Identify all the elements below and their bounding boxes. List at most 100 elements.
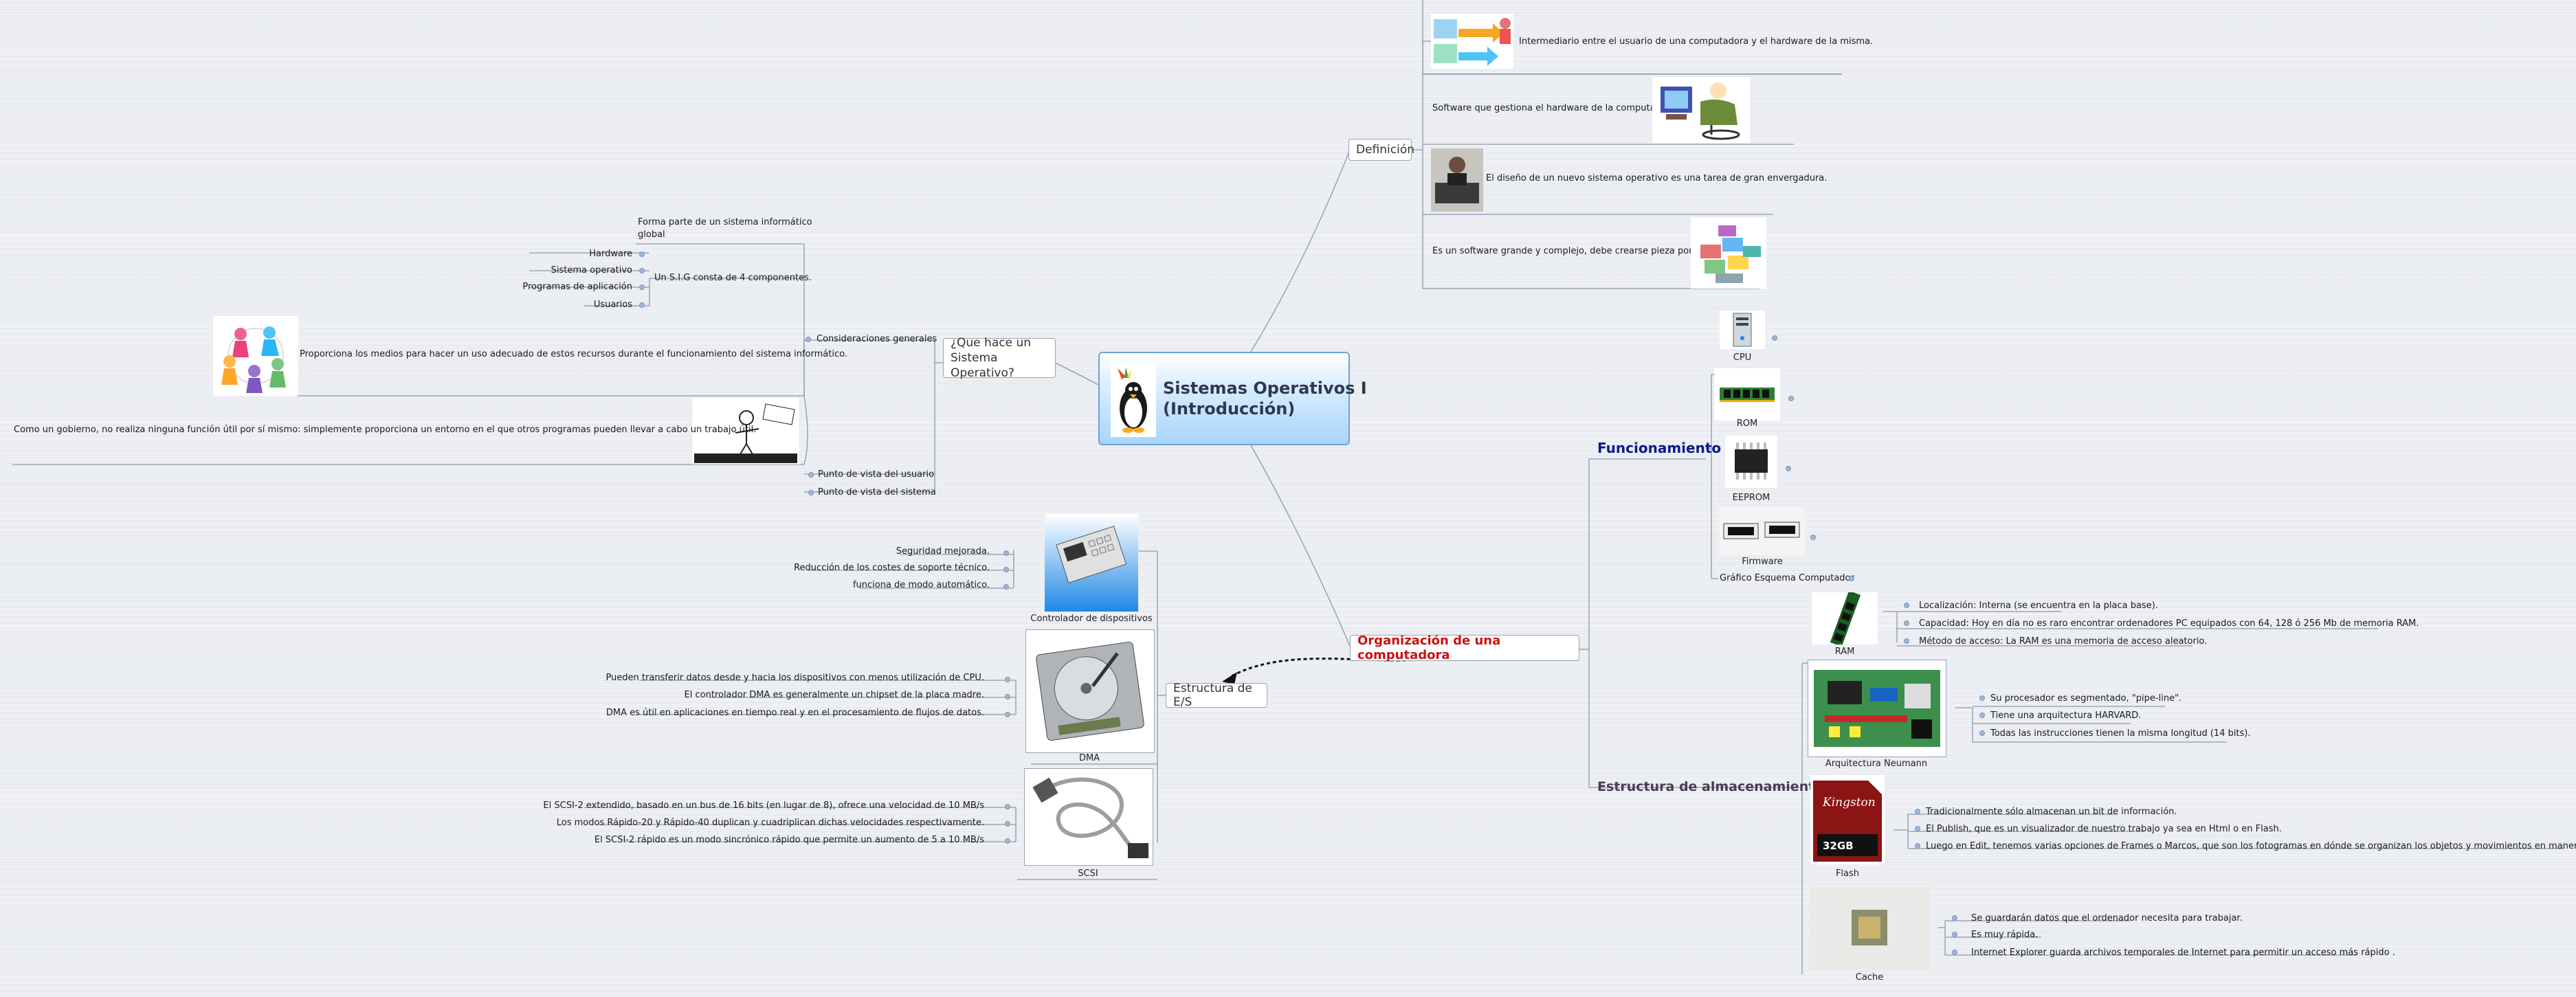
controlador-dot-3[interactable] <box>1003 584 1009 590</box>
controlador-dot-1[interactable] <box>1003 550 1009 556</box>
eeprom-label: EEPROM <box>1732 493 1770 503</box>
topic-organizacion-label: Organización de una computadora <box>1357 634 1501 662</box>
scsi-item-1: El SCSI-2 extendido, basado en un bus de… <box>543 800 984 811</box>
gobierno-sketch-image <box>691 397 800 464</box>
dma-item-2: El controlador DMA es generalmente un ch… <box>684 690 984 700</box>
funcionamiento-label[interactable]: Funcionamiento <box>1597 440 1722 456</box>
cache-dot-1[interactable] <box>1952 915 1957 921</box>
cache-item-3: Internet Explorer guarda archivos tempor… <box>1971 948 2395 958</box>
cpu-image <box>1720 311 1765 349</box>
pieces-image <box>1691 217 1766 289</box>
consideraciones-generales[interactable]: Consideraciones generales <box>817 334 937 344</box>
neumann-label: Arquitectura Neumann <box>1825 759 1928 769</box>
punto-sistema-dot[interactable] <box>808 490 814 495</box>
flash-dot-3[interactable] <box>1915 843 1920 849</box>
dma-dot-2[interactable] <box>1005 694 1010 699</box>
cache-dot-2[interactable] <box>1952 932 1957 937</box>
neumann-item-1: Su procesador es segmentado, "pipe-line"… <box>1990 693 2182 704</box>
so-dot[interactable] <box>639 268 645 273</box>
flash-item-3: Luego en Edit, tenemos varias opciones d… <box>1926 841 2576 851</box>
scsi-dot-2[interactable] <box>1005 821 1010 827</box>
cpu-expander[interactable] <box>1772 335 1777 341</box>
people-circle-image <box>213 316 298 396</box>
scsi-dot-1[interactable] <box>1005 804 1010 809</box>
cache-item-1: Se guardarán datos que el ordenador nece… <box>1971 913 2243 923</box>
ram-dot-1[interactable] <box>1904 603 1909 608</box>
dma-dot-3[interactable] <box>1005 712 1010 717</box>
neumann-dot-2[interactable] <box>1979 713 1985 718</box>
sig-componentes: Un S.I.G consta de 4 componentes. <box>654 273 812 283</box>
componente-usuarios: Usuarios <box>593 300 632 310</box>
rom-label: ROM <box>1736 418 1758 429</box>
grafico-esquema[interactable]: Gráfico Esquema Computador <box>1720 573 1854 583</box>
dma-harddisk-image <box>1025 629 1155 753</box>
programas-dot[interactable] <box>639 284 645 290</box>
topic-definicion[interactable]: Definición <box>1348 139 1414 161</box>
definicion-item-3: El diseño de un nuevo sistema operativo … <box>1486 173 1828 183</box>
controlador-item-3: funciona de modo automático. <box>852 580 990 590</box>
topic-que-hace[interactable]: ¿Que hace un Sistema Operativo? <box>943 336 1056 380</box>
flash-card-size: 32GB <box>1823 840 1854 852</box>
flash-label: Flash <box>1835 869 1860 879</box>
scsi-cable-image <box>1024 768 1153 866</box>
designer-image <box>1431 148 1483 212</box>
definicion-item-2: Software que gestiona el hardware de la … <box>1432 103 1679 113</box>
central-topic[interactable]: Sistemas Operativos I (Introducción) <box>1098 352 1367 445</box>
forma-parte-line2: global <box>638 229 665 240</box>
ram-item-1: Localización: Interna (se encuentra en l… <box>1919 601 2158 611</box>
central-title-line1: Sistemas Operativos I <box>1163 379 1367 398</box>
flash-dot-1[interactable] <box>1915 809 1920 814</box>
flash-item-2: El Publish, que es un visualizador de nu… <box>1926 824 2282 834</box>
componente-programas: Programas de aplicación <box>522 282 632 292</box>
firmware-image <box>1720 507 1805 555</box>
punto-vista-usuario[interactable]: Punto de vista del usuario <box>818 469 935 480</box>
almacenamiento-label[interactable]: Estructura de almacenamiento <box>1597 779 1824 794</box>
scsi-item-3: El SCSI-2 rápido es un modo sincrónico r… <box>594 835 984 845</box>
topic-organizacion[interactable]: Organización de una computadora <box>1350 634 1579 662</box>
topic-que-hace-line1: ¿Que hace un <box>951 336 1031 350</box>
flash-card-image: Kingston 32GB <box>1810 775 1885 864</box>
cache-dot-3[interactable] <box>1952 950 1957 955</box>
punto-usuario-dot[interactable] <box>808 472 814 478</box>
neumann-dot-1[interactable] <box>1979 695 1985 701</box>
grafico-expander[interactable] <box>1849 576 1854 581</box>
punto-vista-sistema[interactable]: Punto de vista del sistema <box>818 487 936 497</box>
controlador-item-2: Reducción de los costes de soporte técni… <box>794 563 990 573</box>
topic-que-hace-line2: Sistema Operativo? <box>951 351 1014 380</box>
topic-estructura-es[interactable]: Estructura de E/S <box>1166 682 1267 709</box>
neumann-item-3: Todas las instrucciones tienen la misma … <box>1990 728 2251 739</box>
flash-item-1: Tradicionalmente sólo almacenan un bit d… <box>1926 807 2177 817</box>
central-title-line2: (Introducción) <box>1163 399 1296 418</box>
flash-card-brand: Kingston <box>1823 796 1876 809</box>
usuarios-dot[interactable] <box>639 302 645 308</box>
ram-dot-2[interactable] <box>1904 620 1909 626</box>
controlador-image <box>1045 514 1138 612</box>
topic-definicion-label: Definición <box>1356 143 1414 157</box>
controlador-item-1: Seguridad mejorada. <box>896 546 990 557</box>
ram-image <box>1812 592 1878 645</box>
topic-es-label: Estructura de E/S <box>1173 682 1252 709</box>
controlador-dot-2[interactable] <box>1003 567 1009 572</box>
ram-item-3: Método de acceso: La RAM es una memoria … <box>1919 636 2208 647</box>
scsi-label: SCSI <box>1078 869 1098 879</box>
arrows-image <box>1431 14 1513 69</box>
gobierno-text: Como un gobierno, no realiza ninguna fun… <box>14 425 757 435</box>
ram-dot-3[interactable] <box>1904 638 1909 644</box>
eeprom-image <box>1725 436 1777 488</box>
proporciona-medios: Proporciona los medios para hacer un uso… <box>300 349 847 359</box>
neumann-dot-3[interactable] <box>1979 730 1985 736</box>
consideraciones-expander[interactable] <box>806 337 811 342</box>
dma-dot-1[interactable] <box>1005 677 1010 682</box>
firmware-expander[interactable] <box>1810 535 1816 540</box>
componente-sistema-operativo: Sistema operativo <box>551 265 632 276</box>
flash-dot-2[interactable] <box>1915 826 1920 831</box>
rom-expander[interactable] <box>1788 396 1794 401</box>
hardware-dot[interactable] <box>639 251 645 257</box>
cache-item-2: Es muy rápida. <box>1971 930 2039 940</box>
definicion-item-4: Es un software grande y complejo, debe c… <box>1432 246 1722 256</box>
penguin-logo-icon <box>1111 363 1156 437</box>
cache-label: Cache <box>1855 972 1884 983</box>
eeprom-expander[interactable] <box>1786 466 1791 471</box>
scsi-dot-3[interactable] <box>1005 838 1010 844</box>
